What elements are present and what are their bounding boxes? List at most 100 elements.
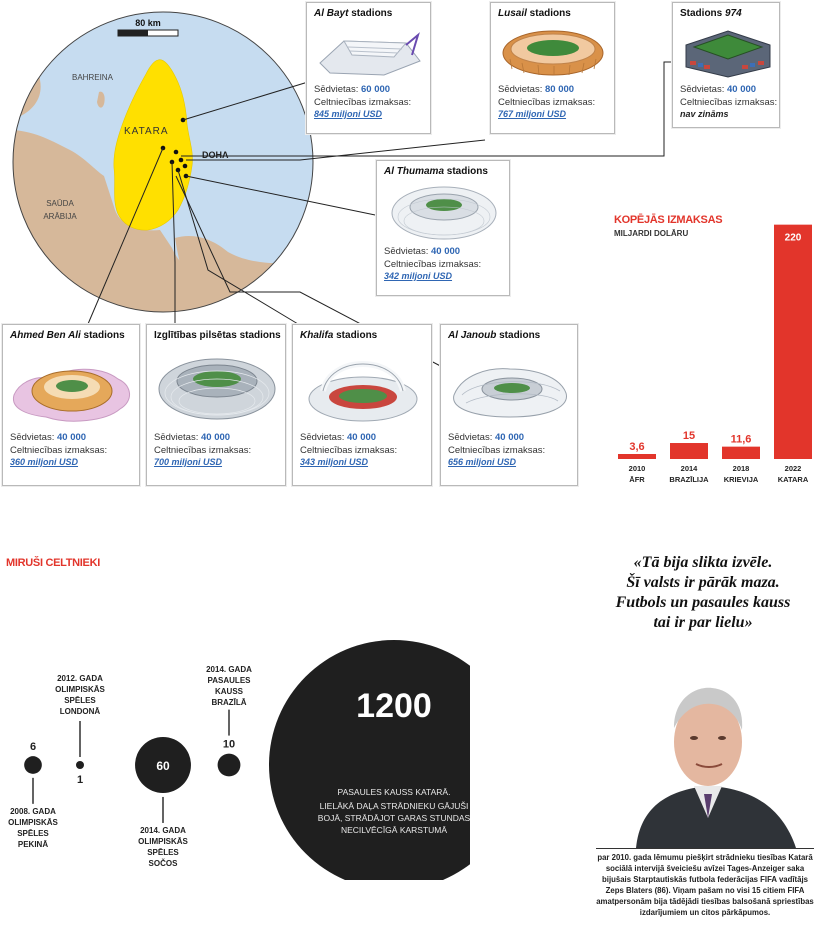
cost-label: Celtniecības izmaksas:	[314, 97, 412, 108]
capacity-line: Sēdvietas: 40 000	[10, 432, 87, 443]
map-scale-label: 80 km	[135, 18, 161, 28]
map-label-doha: DOHA	[202, 150, 229, 160]
stadium-illustration	[12, 368, 130, 422]
cost-category-label: 2018	[733, 464, 750, 473]
workers-big-caption: NECILVĒCĪGĀ KARSTUMĀ	[341, 825, 447, 835]
cost-bar	[722, 446, 760, 459]
capacity-line: Sēdvietas: 80 000	[498, 84, 575, 95]
stadium-card-education-city: Izglītības pilsētas stadions Sēdvietas: …	[146, 324, 286, 486]
workers-bubble	[269, 640, 470, 880]
map-label-qatar: KATARA	[124, 126, 169, 137]
cost-label: Celtniecības izmaksas:	[448, 445, 546, 456]
workers-big-caption: PASAULES KAUSS KATARĀ.	[338, 787, 451, 797]
cost-label: Celtniecības izmaksas:	[384, 259, 482, 270]
stadium-card-974: Stadions 974 Sēdvietas: 40 000 Celtniecī…	[672, 2, 780, 128]
workers-big-caption: LIELĀKĀ DAĻA STRĀDNIEKU GĀJUŠI	[320, 801, 469, 811]
stadium-illustration	[685, 30, 771, 78]
cost-bar	[774, 224, 812, 459]
map-bahrain	[97, 91, 105, 108]
cost-label: Celtniecības izmaksas:	[154, 445, 252, 456]
workers-bubble-value: 60	[156, 759, 170, 773]
cost-value: nav zināms	[680, 109, 729, 119]
stadium-title: Al Thumama stadions	[384, 166, 488, 177]
map-land-saudi	[13, 129, 313, 312]
cost-category-label: BRAZĪLIJA	[669, 475, 709, 484]
blatter-photo	[636, 687, 796, 848]
map-label-saudi-2: ARĀBIJA	[43, 212, 77, 221]
stadium-title: Khalifa stadions	[300, 330, 378, 341]
stadium-title: Stadions 974	[680, 8, 742, 19]
stadium-card-al-janoub: Al Janoub stadions Sēdvietas: 40 000 Cel…	[440, 324, 578, 486]
workers-bubble-value: 1200	[356, 687, 432, 725]
quote-caption: par 2010. gada lēmumu piešķirt strādniek…	[596, 848, 814, 918]
stadium-title: Al Bayt stadions	[314, 8, 393, 19]
leader-lines	[87, 61, 672, 371]
stadium-title: Al Janoub stadions	[448, 330, 541, 341]
workers-title: MIRUŠI CELTNIEKI	[6, 557, 100, 569]
cost-bar-value-label: 3,6	[629, 441, 644, 453]
workers-bubble-value: 1	[77, 774, 83, 786]
cost-value: 343 miljoni USD	[300, 457, 369, 467]
stadium-title: Lusail stadions	[498, 8, 571, 19]
qatar-map: 80 km BAHREINA KATARA DOHA SAŪDA ARĀBIJA	[12, 11, 672, 371]
workers-bubble	[217, 753, 241, 777]
cost-label: Celtniecības izmaksas:	[10, 445, 108, 456]
workers-bubble-value: 6	[30, 741, 36, 753]
cost-label: Celtniecības izmaksas:	[498, 97, 596, 108]
cost-label: Celtniecības izmaksas:	[300, 445, 398, 456]
workers-bubble	[76, 761, 84, 769]
stadium-illustration	[453, 368, 567, 418]
capacity-line: Sēdvietas: 40 000	[680, 84, 757, 95]
capacity-line: Sēdvietas: 40 000	[448, 432, 525, 443]
cost-value: 767 miljoni USD	[498, 109, 567, 119]
workers-bubble	[135, 737, 191, 793]
cost-value: 360 miljoni USD	[10, 457, 79, 467]
capacity-line: Sēdvietas: 40 000	[154, 432, 231, 443]
stadium-title: Izglītības pilsētas stadions	[154, 330, 281, 341]
stadium-illustration	[158, 358, 275, 420]
cost-bar	[618, 454, 656, 459]
cost-category-label: KRIEVIJA	[724, 475, 759, 484]
stadium-illustration	[308, 361, 417, 422]
cost-category-label: ĀFR	[629, 475, 645, 484]
stadium-title: Ahmed Ben Ali stadions	[10, 330, 125, 341]
cost-category-label: 2014	[681, 464, 699, 473]
cost-bar	[670, 443, 708, 459]
capacity-line: Sēdvietas: 60 000	[314, 84, 391, 95]
stadium-card-lusail: Lusail stadions Sēdvietas: 80 000 Celtni…	[490, 2, 615, 134]
cost-value: 342 miljoni USD	[384, 271, 453, 281]
stadium-card-al-thumama: Al Thumama stadions Sēdvietas: 40 000 Ce…	[376, 160, 510, 296]
capacity-line: Sēdvietas: 40 000	[300, 432, 377, 443]
map-label-bahrain: BAHREINA	[72, 73, 114, 82]
capacity-line: Sēdvietas: 40 000	[384, 246, 461, 257]
workers-big-caption: BOJĀ, STRĀDĀJOT GARAS STUNDAS	[318, 813, 470, 823]
stadium-illustration	[391, 186, 497, 240]
blatter-quote: «Tā bija slikta izvēle. Šī valsts ir pār…	[615, 554, 791, 631]
cost-category-label: 2022	[785, 464, 802, 473]
stadium-card-al-bayt: Al Bayt stadions Sēdvietas: 60 000 Celtn…	[306, 2, 431, 134]
cost-bar-value-label: 11,6	[731, 434, 752, 446]
workers-bubble	[24, 756, 42, 774]
stadium-illustration	[502, 30, 604, 76]
workers-bubble-value: 10	[223, 739, 235, 751]
cost-label: Celtniecības izmaksas:	[680, 97, 778, 108]
cost-bar-value-label: 15	[683, 430, 695, 442]
stadium-card-khalifa: Khalifa stadions Sēdvietas: 40 000 Celtn…	[292, 324, 432, 486]
cost-value: 700 miljoni USD	[154, 457, 223, 467]
map-label-saudi-1: SAŪDA	[46, 199, 74, 208]
cost-chart-subtitle: MILJARDI DOLĀRU	[614, 229, 689, 238]
cost-bar-value-label: 220	[785, 233, 802, 244]
cost-value: 656 miljoni USD	[448, 457, 517, 467]
cost-value: 845 miljoni USD	[314, 109, 383, 119]
stadium-illustration	[319, 32, 421, 76]
cost-category-label: 2010	[629, 464, 646, 473]
cost-category-label: KATARA	[778, 475, 809, 484]
stadium-card-ahmed-ben-ali: Ahmed Ben Ali stadions Sēdvietas: 40 000…	[2, 324, 140, 486]
cost-chart-title: KOPĒJĀS IZMAKSAS	[614, 214, 723, 226]
